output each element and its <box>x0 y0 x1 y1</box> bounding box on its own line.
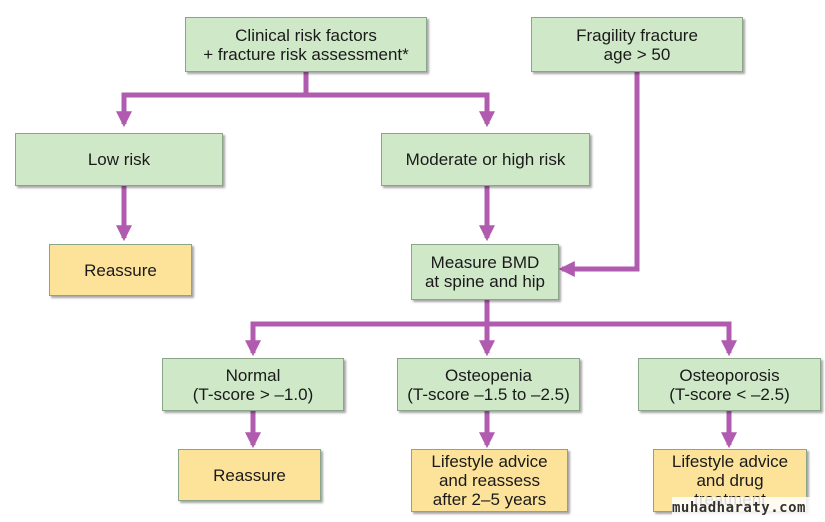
node-osteopenia: Osteopenia (T-score –1.5 to –2.5) <box>397 358 580 411</box>
node-text-line: at spine and hip <box>424 272 546 291</box>
node-text-line: and drug <box>696 471 764 490</box>
node-reassure-top: Reassure <box>49 244 192 296</box>
node-low-risk: Low risk <box>15 133 223 186</box>
node-text-line: age > 50 <box>603 44 671 64</box>
connector-fragility-to-measure <box>558 72 640 278</box>
node-reassure-bottom: Reassure <box>178 449 321 501</box>
connector-measure-to-normal <box>244 321 487 357</box>
node-text-line: (T-score < –2.5) <box>669 384 790 404</box>
node-text-line: Reassure <box>213 465 286 485</box>
node-text-line: Osteoporosis <box>679 365 780 385</box>
node-normal: Normal (T-score > –1.0) <box>162 358 344 411</box>
node-text-line: Measure BMD <box>430 253 540 272</box>
node-text-line: Normal <box>225 365 281 385</box>
node-text-line: Lifestyle advice <box>671 452 789 471</box>
connector-clinical-to-low-risk <box>115 92 306 128</box>
node-text-line: + fracture risk assessment* <box>203 44 409 64</box>
connector-clinical-to-mod-high <box>306 92 496 128</box>
node-fragility-fracture: Fragility fracture age > 50 <box>531 17 743 72</box>
node-text-line: Fragility fracture <box>576 25 698 45</box>
node-moderate-or-high-risk: Moderate or high risk <box>381 133 590 186</box>
node-clinical-risk-factors: Clinical risk factors + fracture risk as… <box>185 17 427 72</box>
node-text-line: after 2–5 years <box>432 490 547 509</box>
node-text-line: (T-score –1.5 to –2.5) <box>407 384 570 404</box>
node-measure-bmd: Measure BMD at spine and hip <box>411 244 559 300</box>
node-text-line: Lifestyle advice <box>431 452 548 471</box>
node-text-line: Clinical risk factors <box>235 25 377 45</box>
node-text-line: Reassure <box>84 260 157 280</box>
watermark-text: muhadharaty.com <box>672 497 822 519</box>
node-text-line: and reassess <box>438 471 541 490</box>
node-text-line: Osteopenia <box>445 365 532 385</box>
node-text-line: (T-score > –1.0) <box>192 384 314 404</box>
node-osteoporosis: Osteoporosis (T-score < –2.5) <box>638 358 821 411</box>
node-lifestyle-advice-reassess: Lifestyle advice and reassess after 2–5 … <box>411 449 568 512</box>
node-text-line: Moderate or high risk <box>405 150 566 169</box>
connector-measure-to-osteoporosis <box>487 321 738 357</box>
node-text-line: Low risk <box>87 150 151 169</box>
